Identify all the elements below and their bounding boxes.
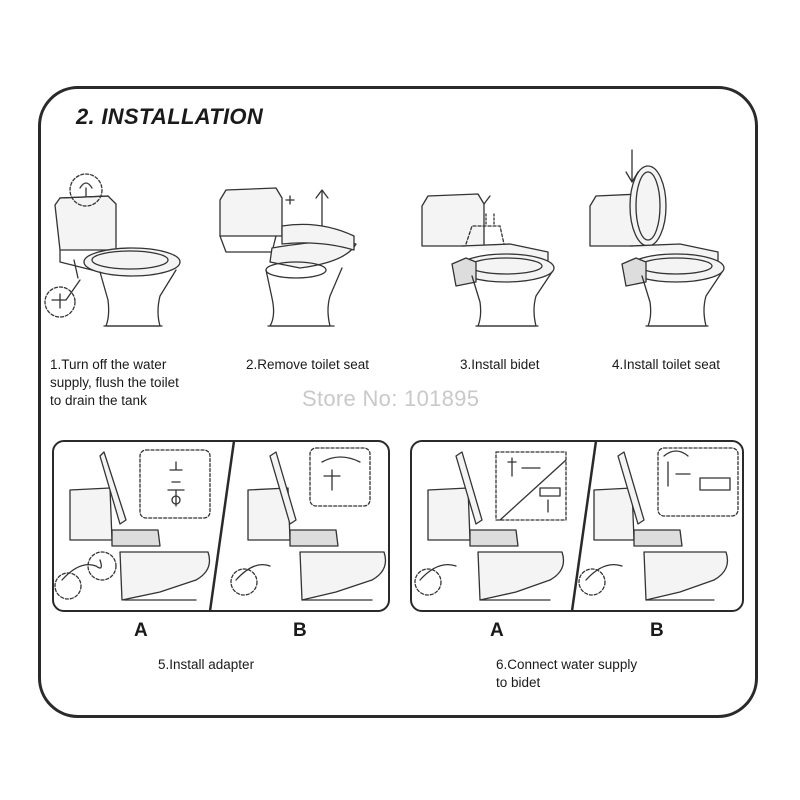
step6a-illustration [414, 451, 567, 601]
connect-panel [410, 440, 744, 612]
variant-label-6b: B [650, 620, 664, 641]
installation-frame [38, 86, 758, 718]
step3-toilet-illustration [421, 193, 555, 327]
step-caption-1: 1.Turn off the water supply, flush the t… [50, 357, 179, 408]
variant-label-5a: A [134, 620, 148, 641]
step1-toilet-illustration [44, 173, 181, 327]
store-watermark: Store No: 101895 [302, 386, 480, 411]
step6a-detail-box [495, 451, 567, 521]
step6b-illustration [578, 447, 739, 601]
panel-caption-6: 6.Connect water supply to bidet [496, 657, 638, 690]
step5b-detail-box [309, 447, 371, 507]
variant-label-6a: A [490, 620, 504, 641]
step-caption-3: 3.Install bidet [460, 357, 540, 372]
step5a-detail-box [139, 449, 211, 519]
step-caption-4: 4.Install toilet seat [612, 357, 721, 372]
step4-toilet-illustration [589, 149, 725, 327]
step5b-illustration [230, 447, 387, 601]
step1-zoom-circle [69, 173, 103, 207]
step6b-detail-box [657, 447, 739, 517]
step5a-illustration [54, 449, 211, 601]
section-title: 2. INSTALLATION [76, 104, 264, 129]
step-caption-2: 2.Remove toilet seat [246, 357, 370, 372]
step1-valve-zoom [44, 286, 76, 318]
panel-caption-5: 5.Install adapter [158, 657, 255, 672]
variant-label-5b: B [293, 620, 307, 641]
adapter-panel [52, 440, 390, 612]
step2-toilet-illustration [219, 187, 357, 327]
